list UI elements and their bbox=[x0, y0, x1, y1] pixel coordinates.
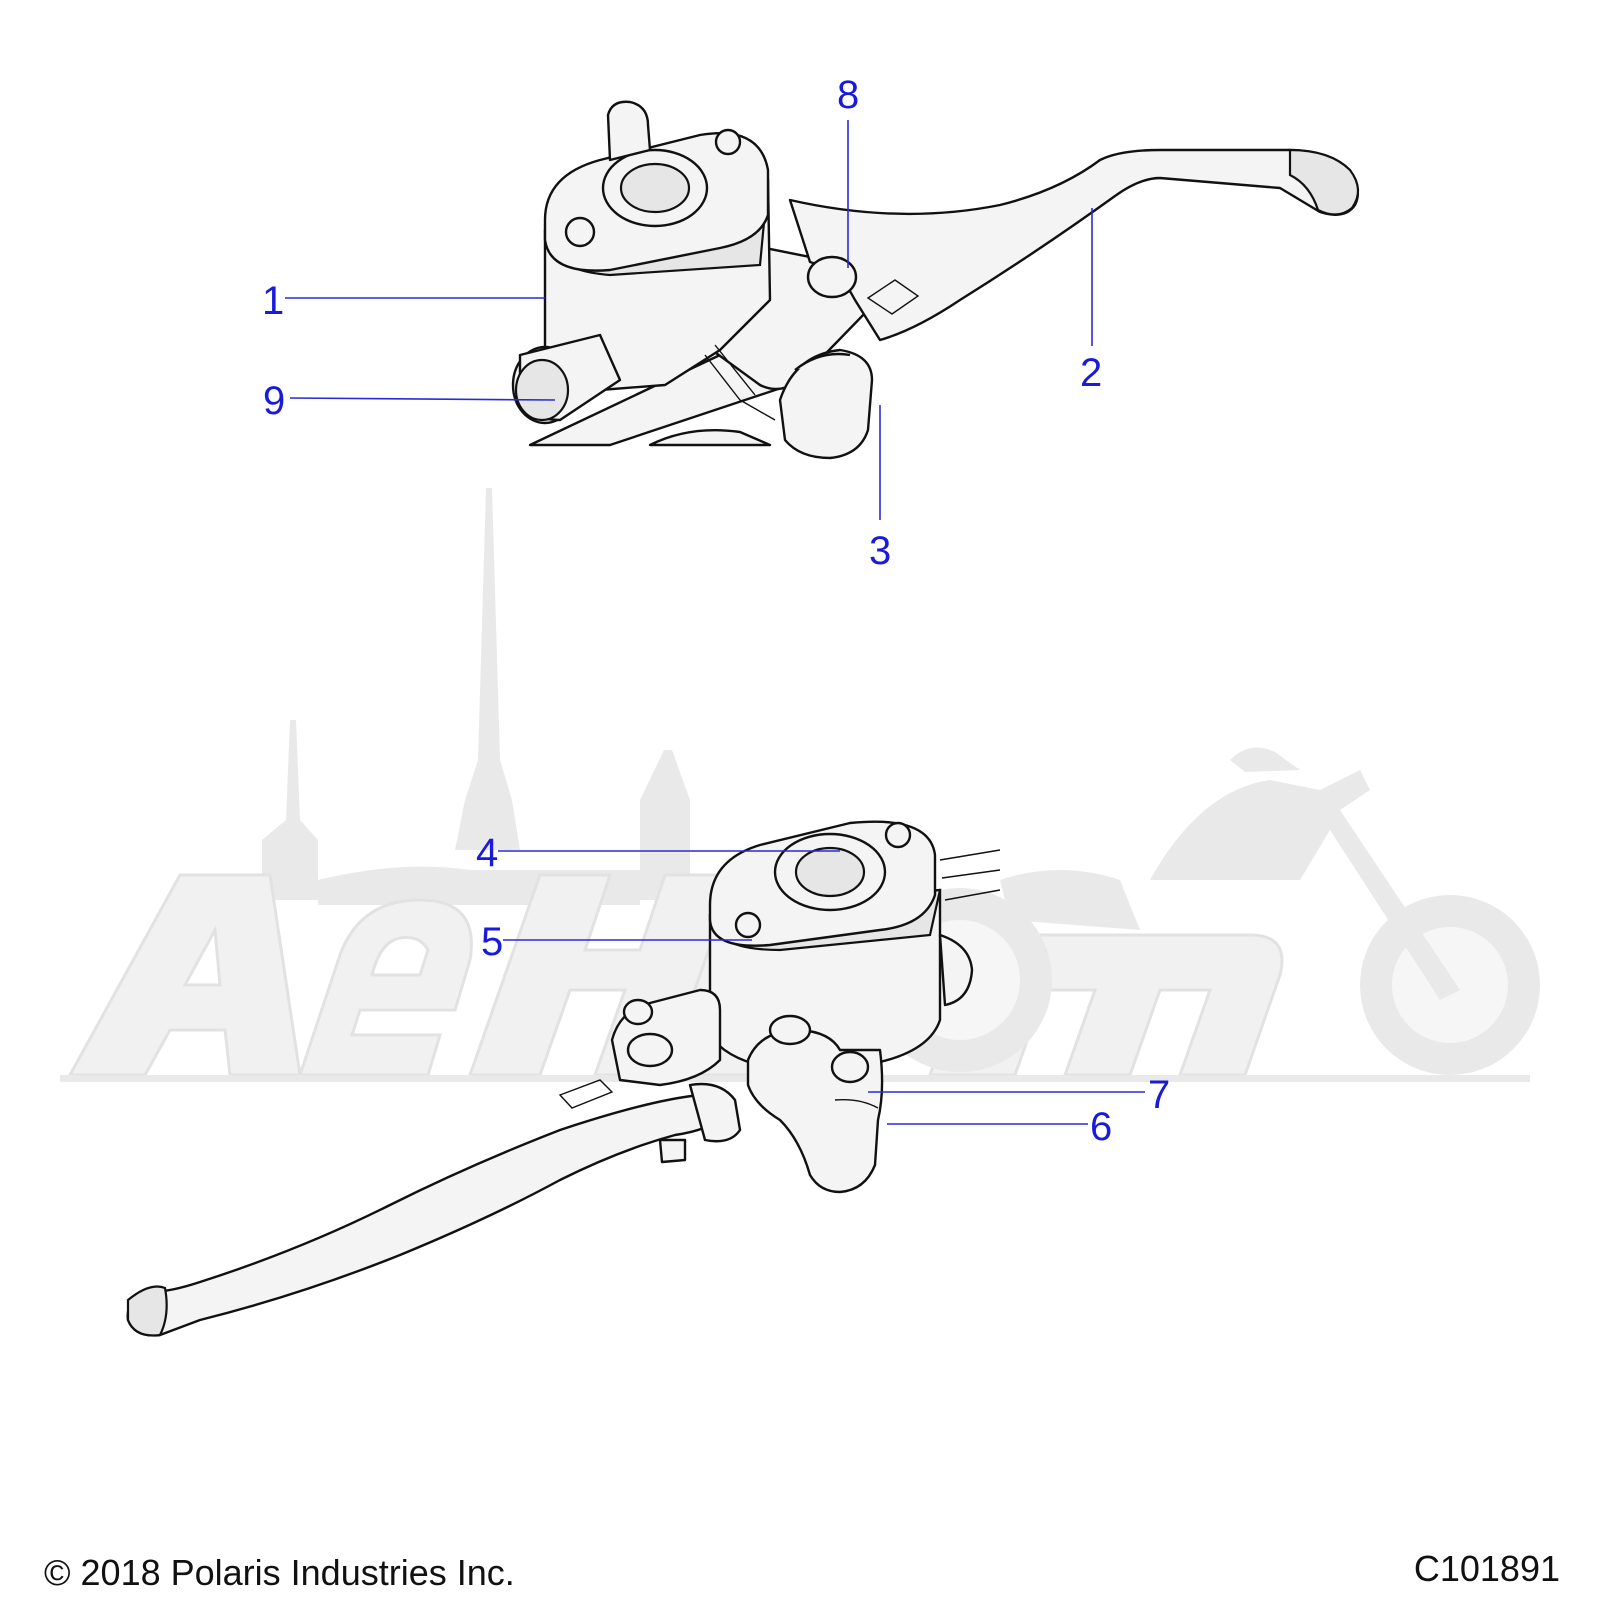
top-brake-master-cylinder-assembly bbox=[511, 100, 1360, 460]
callout-9: 9 bbox=[263, 379, 285, 423]
callout-4: 4 bbox=[476, 831, 498, 875]
callout-6: 6 bbox=[1090, 1105, 1112, 1149]
callout-1: 1 bbox=[262, 279, 284, 323]
callout-2: 2 bbox=[1080, 351, 1102, 395]
callout-8: 8 bbox=[837, 73, 859, 117]
callout-3: 3 bbox=[869, 529, 891, 573]
figure-code: C101891 bbox=[1413, 1548, 1560, 1589]
leader-9 bbox=[289, 397, 556, 401]
bottom-clutch-master-cylinder-assembly bbox=[126, 820, 1001, 1337]
leader-lines bbox=[285, 120, 1145, 1125]
callout-numbers: 1 2 3 4 5 6 7 8 9 bbox=[262, 73, 1170, 1149]
callout-7: 7 bbox=[1148, 1073, 1170, 1117]
callout-5: 5 bbox=[481, 920, 503, 964]
copyright-notice: © 2018 Polaris Industries Inc. bbox=[44, 1552, 515, 1593]
